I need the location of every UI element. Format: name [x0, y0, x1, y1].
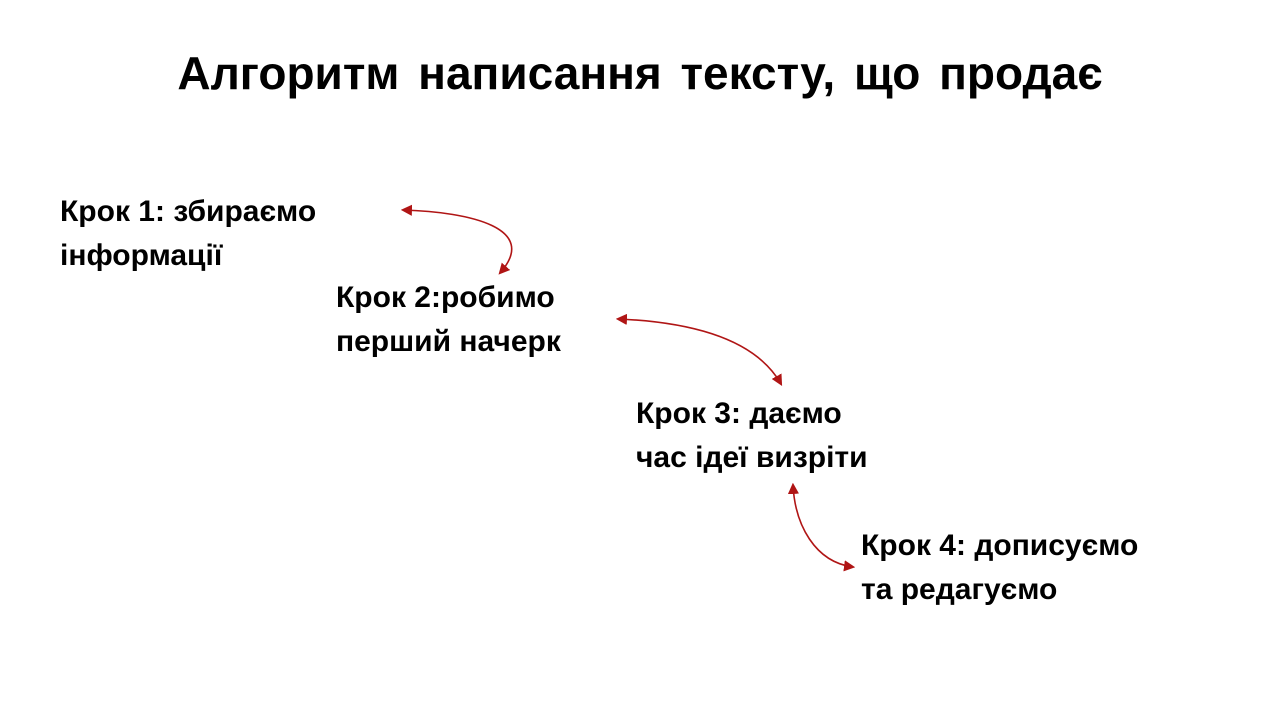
step-4-line-2: та редагуємо — [861, 573, 1058, 606]
step-3-line-2: час ідеї визріти — [636, 441, 868, 474]
step-4-line-1: Крок 4: дописуємо — [861, 529, 1139, 562]
step-2-line-1: Крок 2:робимо — [336, 281, 555, 314]
step-4: Крок 4: дописуємо та редагуємо — [861, 524, 1138, 612]
arrow-step2-step3 — [615, 313, 783, 386]
step-3-line-1: Крок 3: даємо — [636, 397, 842, 430]
step-1-line-1: Крок 1: збираємо — [60, 195, 317, 228]
arrow-step1-step2 — [400, 204, 513, 275]
step-1: Крок 1: збираємо інформації — [60, 190, 316, 278]
step-2: Крок 2:робимо перший начерк — [336, 276, 561, 364]
step-2-line-2: перший начерк — [336, 325, 561, 358]
step-1-line-2: інформації — [60, 239, 223, 272]
slide-title: Алгоритм написання тексту, що продає — [177, 47, 1103, 99]
step-3: Крок 3: даємо час ідеї визріти — [636, 392, 868, 480]
arrow-step3-step4 — [787, 482, 856, 572]
